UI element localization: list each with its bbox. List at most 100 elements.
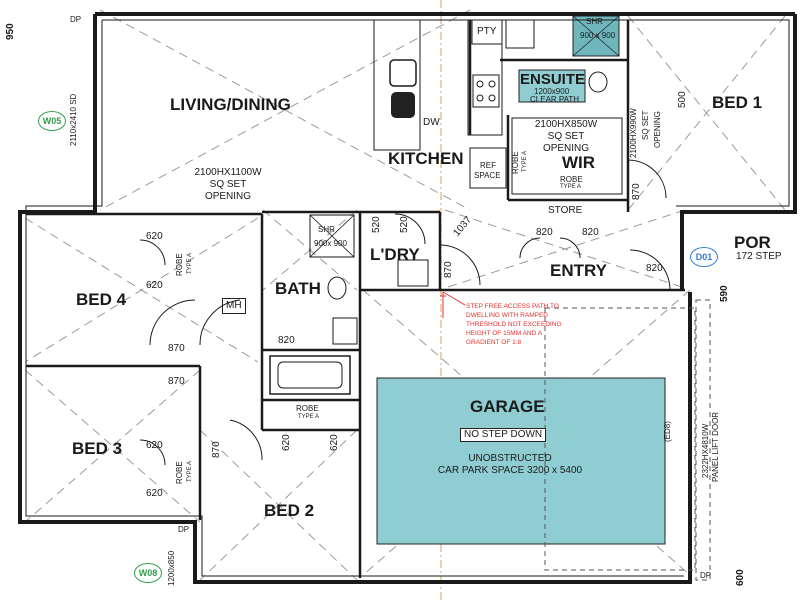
ensuite-shower-label: SHR (586, 17, 603, 26)
dim-bed4-robe-bottom: 620 (146, 280, 163, 291)
dim-bed2-robe-left: 620 (281, 434, 292, 451)
ref-space (469, 147, 507, 189)
living-opening-line1: 2100HX1100W (194, 167, 262, 178)
wir-outline (511, 117, 623, 195)
wir-robe-label: ROBE (560, 175, 583, 184)
bathtub-inner (277, 361, 343, 389)
bath-vanity (332, 317, 358, 345)
garage-car-park: CAR PARK SPACE 3200 x 5400 (437, 465, 583, 476)
dim-bed4-robe-top: 620 (146, 231, 163, 242)
access-note-line: GRADIENT OF 1:8 (466, 339, 522, 346)
room-label-living-dining: LIVING/DINING (170, 95, 291, 114)
dishwasher-label: DW (423, 117, 440, 128)
garage-unobstructed: UNOBSTRUCTED (468, 453, 552, 464)
robe-label-bed4: ROBE (175, 253, 184, 276)
bath-shower-label: SHR (318, 225, 335, 234)
bed1-opening-line3: OPENING (653, 111, 662, 148)
room-label-ensuite: ENSUITE (520, 71, 586, 88)
robe-type-wir: TYPE A (522, 150, 528, 172)
access-note-line: HEIGHT OF 15MM AND A (466, 330, 543, 337)
room-label-entry: ENTRY (550, 261, 607, 280)
door-swings (139, 159, 671, 466)
bath-shower-size: 900x 900 (314, 239, 347, 248)
cooktop-burner (488, 80, 496, 88)
bath-shower-diag (309, 214, 355, 258)
robe-label-wir: ROBE (511, 151, 520, 174)
door-badge-d01: D01 (690, 247, 718, 267)
wir-opening-line2: SQ SET (547, 131, 585, 142)
room-label-bed2: BED 2 (264, 501, 315, 520)
ensuite-toilet (588, 71, 608, 93)
room-label-laundry: L'DRY (370, 245, 420, 264)
room-label-kitchen: KITCHEN (388, 149, 464, 168)
living-opening-line3: OPENING (204, 191, 252, 202)
cooktop-burner (476, 80, 484, 88)
dim-laundry-left: 520 (371, 216, 382, 233)
car-park-space (376, 377, 666, 545)
kitchen-island (373, 19, 421, 151)
ensuite-clear-size: 1200x900 (534, 87, 570, 96)
garage-ed8: (ED8) (663, 421, 672, 442)
ensuite-vanity (505, 19, 535, 49)
dishwasher-symbol (391, 92, 415, 118)
dim-950: 950 (5, 23, 16, 40)
garage-door-size: 2322HX4810W (701, 423, 710, 478)
garage-door-track (695, 299, 711, 581)
room-label-bath: BATH (275, 279, 321, 298)
access-note-line: DWELLING WITH RAMPED (466, 312, 548, 319)
downpipe-label-bottom-right: DP (700, 571, 712, 580)
bathtub (269, 355, 351, 395)
dim-600: 600 (735, 569, 746, 586)
wir-robe-type: TYPE A (560, 184, 582, 190)
robe-type-bed3: TYPE A (187, 460, 193, 482)
garage-no-step: NO STEP DOWN (460, 428, 547, 442)
access-note: STEP FREE ACCESS PATH TO DWELLING WITH R… (466, 302, 562, 347)
laundry-tub (397, 259, 429, 287)
ref-space-label-2: SPACE (474, 171, 501, 180)
pantry (471, 19, 503, 45)
downpipe-label-top: DP (70, 15, 82, 24)
ref-space-label: REF (480, 161, 496, 170)
bath-toilet (327, 276, 347, 300)
room-label-bed1: BED 1 (712, 93, 763, 112)
ensuite-shower-size: 900 x 900 (580, 31, 616, 40)
robe-type-bed4: TYPE A (187, 252, 193, 274)
access-note-line: THRESHOLD NOT EXCEEDING (466, 321, 562, 328)
room-label-store: STORE (548, 205, 583, 216)
room-label-pantry: PTY (477, 26, 497, 37)
exterior-wall-inner (25, 19, 790, 577)
robe-label-bed2: ROBE (296, 404, 319, 413)
dim-bed3-robe-bottom: 620 (146, 488, 163, 499)
room-label-porch: POR (734, 233, 771, 252)
cooktop (472, 74, 500, 108)
room-label-bed4: BED 4 (76, 290, 127, 309)
dim-bed2-door: 870 (211, 441, 222, 458)
kitchen-sink (389, 59, 417, 87)
ensuite-shower-diag (572, 15, 620, 57)
dim-bed2-robe-right: 620 (329, 434, 340, 451)
dim-laundry-right: 520 (399, 216, 410, 233)
dim-bed3-door: 870 (168, 376, 185, 387)
dim-store-left: 820 (536, 227, 553, 238)
garage-door-type: PANEL LIFT DOOR (711, 411, 720, 482)
ensuite-clear-path (518, 69, 586, 103)
room-label-garage: GARAGE (470, 397, 545, 416)
wir-opening-line3: OPENING (542, 143, 590, 154)
dim-entry-door: 820 (646, 263, 663, 274)
porch-step: 172 STEP (736, 251, 782, 262)
dim-bed4-door: 870 (168, 343, 185, 354)
downpipe-label-bottom-left: DP (178, 525, 190, 534)
dim-500: 500 (677, 91, 688, 108)
dim-bed3-robe-top: 620 (146, 440, 163, 451)
dim-bed1-door: 870 (631, 183, 642, 200)
manhole-label: MH (222, 298, 246, 314)
room-label-bed3: BED 3 (72, 439, 123, 458)
living-opening-line2: SQ SET (209, 179, 247, 190)
window-badge-w05: W05 (38, 111, 66, 131)
window-size-w05: 2110x2410 SD (69, 93, 78, 146)
bath-shower (309, 214, 355, 258)
window-size-w08: 1200x850 (167, 550, 176, 586)
window-badge-w08: W08 (134, 563, 162, 583)
